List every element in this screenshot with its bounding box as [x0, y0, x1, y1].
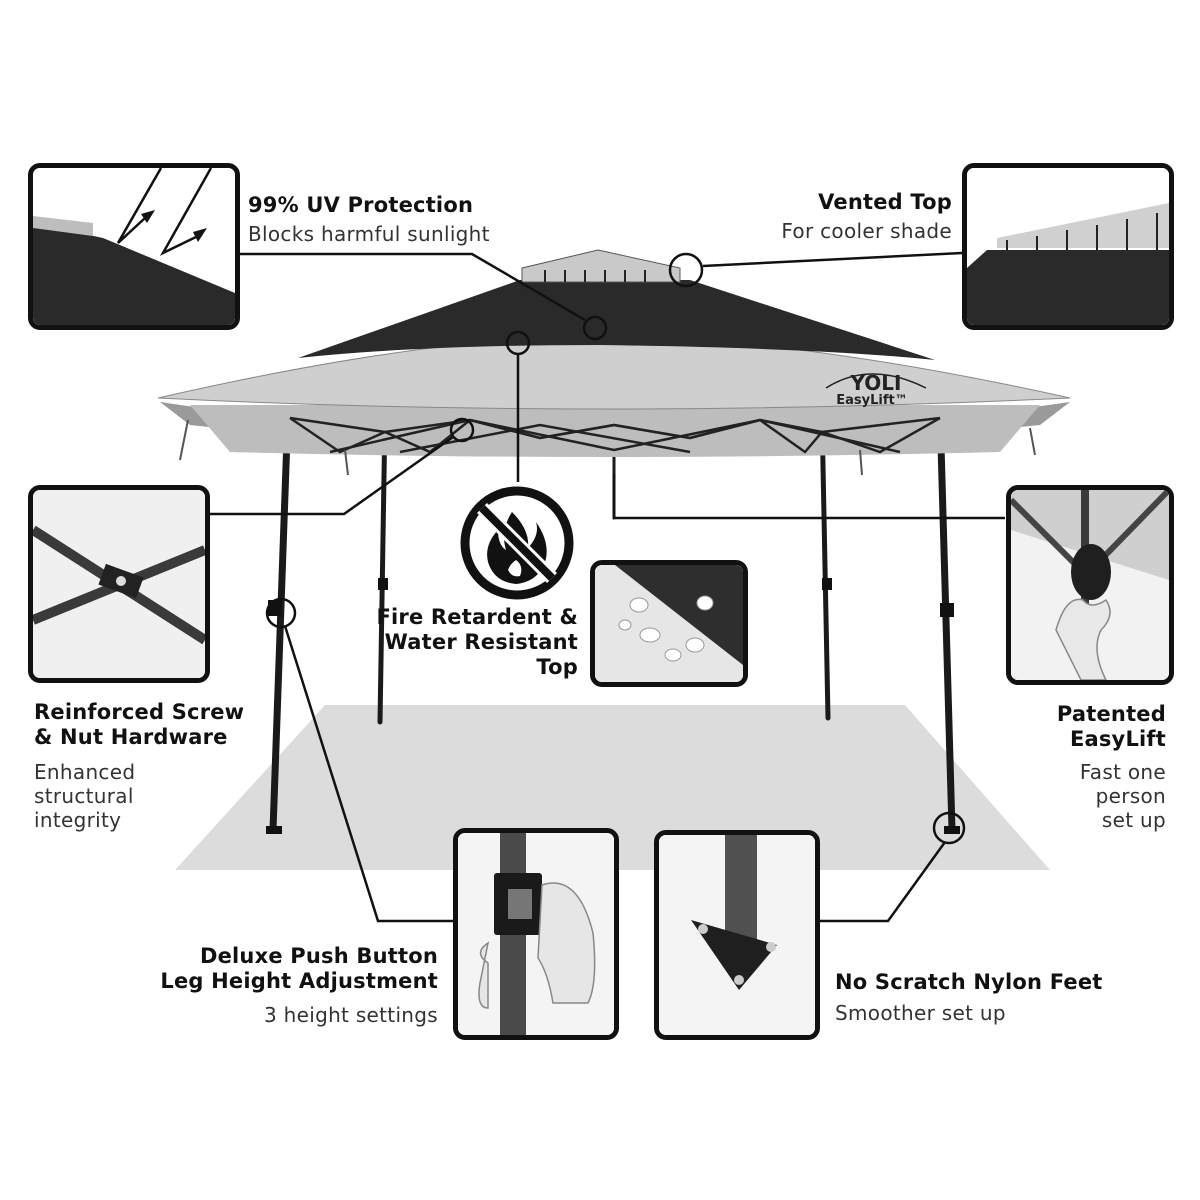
easylift-title: Patented EasyLift — [1056, 702, 1166, 752]
leg-joints — [266, 578, 960, 834]
inset-screw-hardware — [28, 485, 210, 683]
no-fire-icon — [460, 486, 574, 600]
inset-water-resistant — [590, 560, 748, 687]
tie-down-ropes — [179, 419, 1036, 476]
inset-uv-protection — [28, 163, 240, 330]
fire-water-title: Fire Retardent & Water Resistant Top — [376, 605, 578, 680]
hand-icon — [1055, 598, 1111, 680]
ground-shadow — [175, 705, 1050, 870]
uv-title: 99% UV Protection — [248, 193, 474, 217]
canopy-roof — [298, 280, 935, 360]
canopy-vent — [521, 249, 681, 283]
inset-easylift — [1006, 485, 1174, 685]
feet-title: No Scratch Nylon Feet — [835, 970, 1103, 994]
logo-text: YOLI — [850, 371, 902, 395]
water-drop-icon — [618, 595, 714, 662]
yoli-logo: YOLI EasyLift™ — [825, 371, 927, 408]
inset-vented-top — [962, 163, 1174, 330]
uv-subtitle: Blocks harmful sunlight — [248, 222, 490, 246]
feet-subtitle: Smoother set up — [835, 1001, 1006, 1025]
vented-title: Vented Top — [818, 190, 952, 214]
vented-subtitle: For cooler shade — [781, 219, 952, 243]
hardware-subtitle: Enhanced structural integrity — [34, 760, 136, 832]
uv-arrow-icon — [116, 168, 213, 256]
hardware-title: Reinforced Screw & Nut Hardware — [34, 700, 245, 750]
leg-title: Deluxe Push Button Leg Height Adjustment — [160, 944, 438, 994]
inset-nylon-feet — [654, 830, 820, 1040]
easylift-subtitle: Fast one person set up — [1079, 760, 1166, 832]
canopy-skirt — [157, 334, 1071, 410]
canopy-legs — [269, 406, 956, 834]
callout-lines — [208, 251, 1005, 923]
callout-markers — [265, 252, 966, 845]
inset-push-button — [453, 828, 619, 1040]
logo-sub: EasyLift™ — [836, 393, 907, 408]
leg-subtitle: 3 height settings — [263, 1003, 438, 1027]
